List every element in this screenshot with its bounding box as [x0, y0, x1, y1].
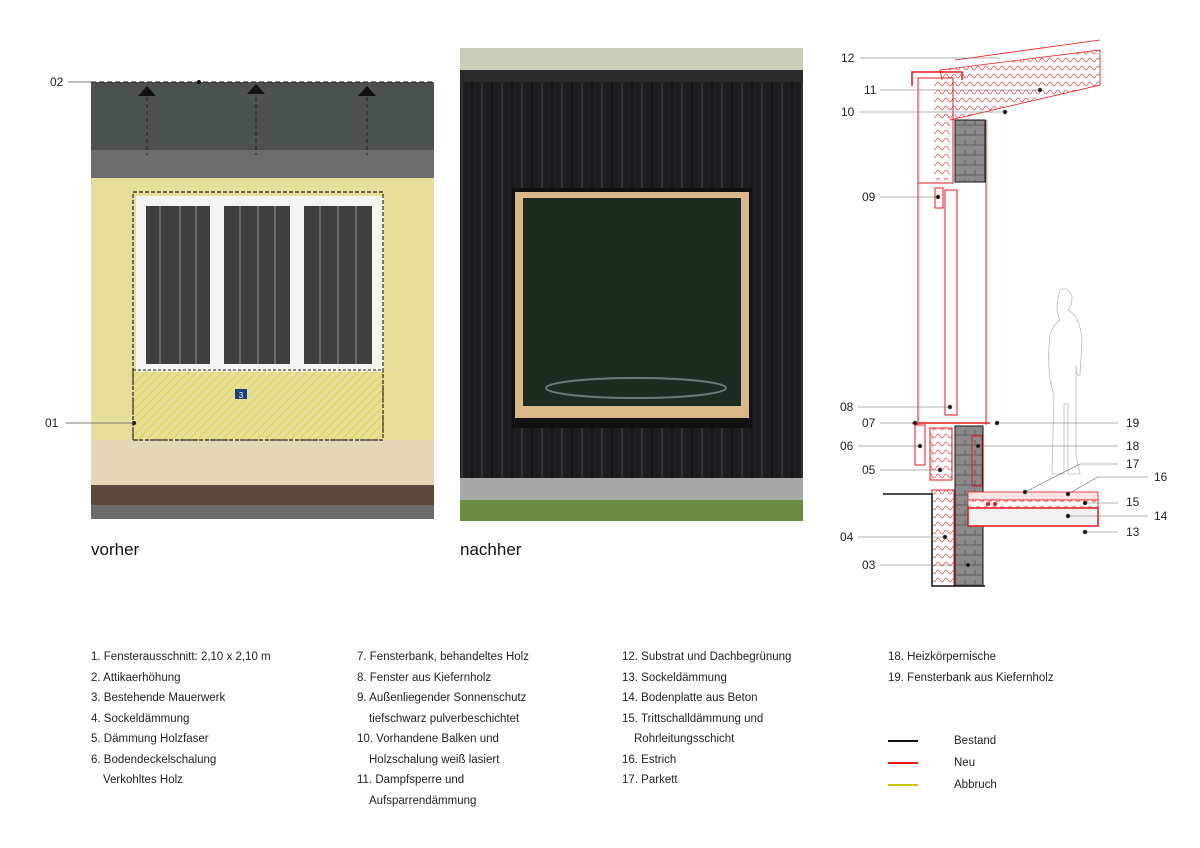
section-label: 14 [1154, 509, 1168, 523]
key-line-new [888, 762, 918, 764]
key-row-existing: Bestand [888, 730, 997, 752]
key-label: Bestand [954, 735, 997, 747]
legend-column-1: 1. Fensterausschnitt: 2,10 x 2,10 m 2. A… [91, 647, 271, 791]
house-number-plate [235, 389, 247, 399]
legend-column-4: 18. Heizkörpernische 19. Fensterbank aus… [888, 647, 1054, 688]
legend-item: 11. Dampfsperre und [357, 774, 465, 786]
legend-item: 7. Fensterbank, behandeltes Holz [357, 651, 529, 663]
legend-item: 5. Dämmung Holzfaser [91, 733, 209, 745]
legend-item: Verkohltes Holz [103, 774, 183, 786]
key-row-demolition: Abbruch [888, 774, 997, 796]
section-labels-right: 19 18 17 16 15 14 13 [1126, 416, 1168, 539]
leader-lines [858, 57, 1148, 568]
legend-item: 17. Parkett [622, 774, 678, 786]
section-label: 15 [1126, 495, 1140, 509]
legend-item: 10. Vorhandene Balken und [357, 733, 499, 745]
legend-item: Aufsparrendämmung [369, 794, 477, 807]
section-label: 13 [1126, 525, 1140, 539]
key-label: Neu [954, 757, 976, 769]
raise-arrows [138, 84, 376, 96]
legend-item: 9. Außenliegender Sonnenschutz [357, 692, 527, 704]
section-label: 16 [1154, 470, 1168, 484]
plinth [91, 440, 434, 490]
person-silhouette [1048, 288, 1083, 475]
section-label: 06 [840, 439, 854, 453]
legend-item: tiefschwarz pulverbeschichtet [369, 712, 520, 725]
house-number: 3 [239, 391, 244, 400]
legend-item: 1. Fensterausschnitt: 2,10 x 2,10 m [91, 651, 271, 663]
caption-before: vorher [91, 540, 140, 559]
legend-item: 3. Bestehende Mauerwerk [91, 692, 226, 704]
label-01: 01 [45, 416, 59, 430]
legend-item: 16. Estrich [622, 753, 677, 766]
section-label: 10 [841, 105, 855, 119]
section-label: 09 [862, 190, 876, 204]
section-label: 05 [862, 463, 876, 477]
legend-item: 12. Substrat und Dachbegrünung [622, 651, 792, 663]
legend-item: Holzschalung weiß lasiert [369, 753, 500, 766]
section-label: 03 [862, 558, 876, 572]
legend-item: 8. Fenster aus Kiefernholz [357, 671, 492, 684]
section-label: 07 [862, 416, 876, 430]
window-glass [523, 198, 741, 406]
key-line-existing [888, 740, 918, 742]
section-label: 19 [1126, 416, 1140, 430]
caption-after: nachher [460, 540, 522, 559]
section-labels-left: 12 11 10 09 08 07 06 05 04 03 [840, 51, 877, 572]
wall-section [883, 39, 1101, 587]
legend-item: 2. Attikaerhöhung [91, 671, 181, 684]
photo-after [460, 48, 803, 521]
photo-before: 3 [91, 80, 434, 519]
label-02: 02 [50, 75, 64, 89]
legend-item: 6. Bodendeckelschalung [91, 753, 217, 766]
legend-column-3: 12. Substrat und Dachbegrünung 13. Socke… [622, 647, 791, 791]
legend-item: 14. Bodenplatte aus Beton [622, 692, 758, 704]
section-label: 08 [840, 400, 854, 414]
legend-item: 19. Fensterbank aus Kiefernholz [888, 671, 1054, 684]
legend-item: 4. Sockeldämmung [91, 712, 190, 725]
section-label: 17 [1126, 457, 1140, 471]
legend-item: 15. Trittschalldämmung und [622, 712, 764, 725]
legend-column-2: 7. Fensterbank, behandeltes Holz 8. Fens… [357, 647, 529, 811]
green-roof [460, 48, 803, 74]
section-label: 04 [840, 530, 854, 544]
section-label: 18 [1126, 439, 1140, 453]
legend-item: Rohrleitungsschicht [634, 733, 735, 745]
section-label: 11 [864, 83, 877, 97]
key-label: Abbruch [954, 779, 997, 791]
line-key: Bestand Neu Abbruch [888, 730, 997, 796]
key-line-demolition [888, 784, 918, 786]
section-label: 12 [841, 51, 855, 65]
key-row-new: Neu [888, 752, 997, 774]
legend-item: 18. Heizkörpernische [888, 651, 997, 663]
demolition-area [132, 369, 384, 441]
legend-item: 13. Sockeldämmung [622, 671, 727, 684]
